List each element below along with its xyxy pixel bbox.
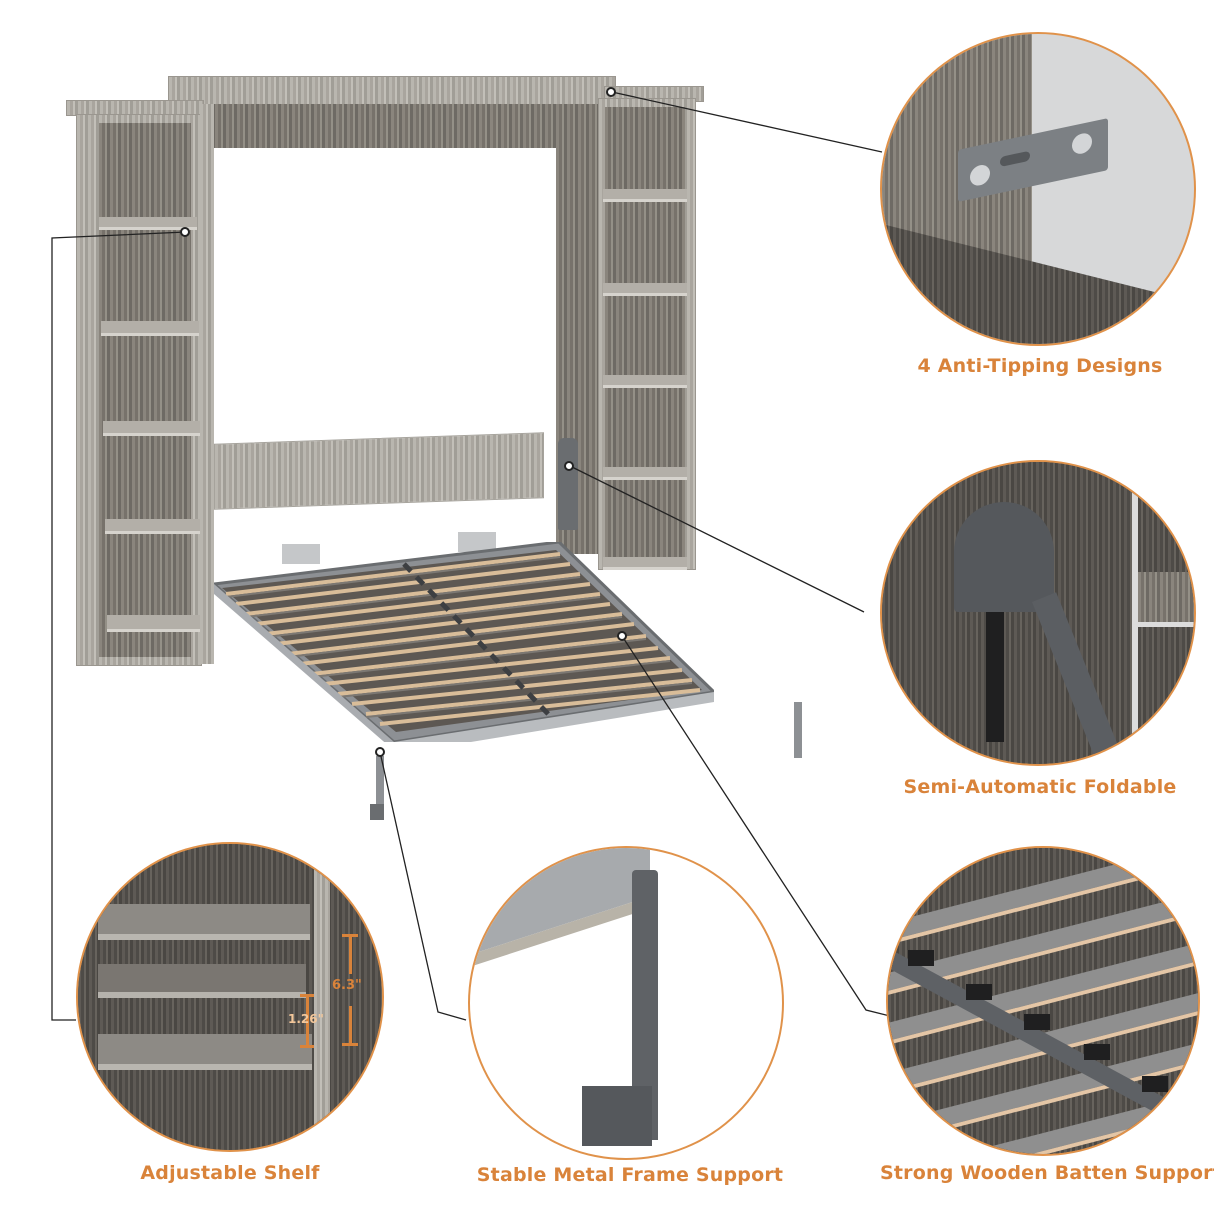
right-bookcase [598, 98, 696, 570]
bed-slats-drawing [210, 540, 718, 754]
bed-leg-left [376, 756, 384, 816]
anti-tipping-detail-circle [880, 32, 1196, 346]
callout-dot-metal-frame [375, 747, 385, 757]
wooden-batten-detail-circle [886, 846, 1200, 1156]
caption-wooden-batten: Strong Wooden Batten Support [880, 1162, 1214, 1184]
caption-foldable: Semi-Automatic Foldable [903, 776, 1177, 798]
bed-frame [210, 540, 718, 754]
hinge-plate-icon [954, 502, 1054, 612]
bed-leg-right [794, 702, 802, 758]
batten-drawing [888, 848, 1198, 1154]
lift-mechanism [558, 438, 578, 530]
caption-anti-tipping: 4 Anti-Tipping Designs [917, 355, 1163, 377]
callout-dot-anti-tipping [606, 87, 616, 97]
foldable-detail-circle [880, 460, 1196, 766]
metal-frame-detail-circle [468, 846, 784, 1160]
callout-dot-batten [617, 631, 627, 641]
left-frame-side [200, 104, 214, 664]
dimension-marker-large [342, 934, 358, 1046]
dimension-label-small: 1.26" [288, 1012, 324, 1026]
wall-bracket-left [282, 544, 320, 564]
wall-bracket-right [458, 532, 496, 552]
bed-leg-left-foot [370, 804, 384, 820]
caption-metal-frame: Stable Metal Frame Support [476, 1164, 784, 1186]
murphy-bed-product-image [64, 76, 802, 836]
callout-dot-foldable [564, 461, 574, 471]
dimension-label-large: 6.3" [332, 978, 362, 993]
adjustable-shelf-detail-circle: 6.3" 1.26" [76, 842, 384, 1152]
gas-spring-icon [986, 612, 1004, 742]
support-foot-icon [582, 1086, 652, 1146]
top-header-panel [204, 104, 580, 148]
dimension-marker-small [300, 994, 314, 1048]
callout-dot-shelf [180, 227, 190, 237]
caption-adjustable-shelf: Adjustable Shelf [140, 1162, 320, 1184]
